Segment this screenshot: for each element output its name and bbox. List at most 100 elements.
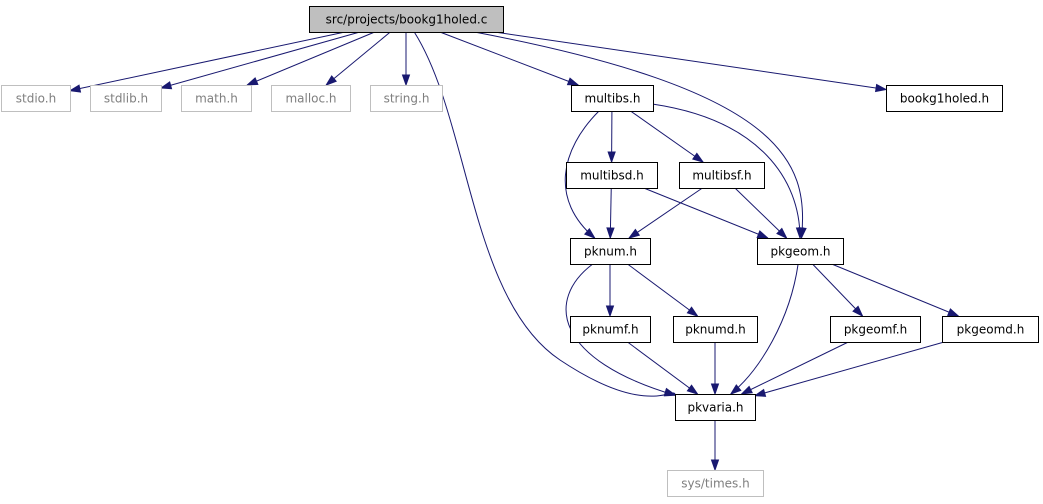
node-pkgeomf[interactable]: pkgeomf.h	[830, 316, 921, 343]
node-label: multibsd.h	[580, 169, 644, 183]
node-box	[679, 162, 765, 189]
edges-layer	[68, 31, 960, 472]
node-label: pknum.h	[584, 245, 637, 259]
node-box	[667, 470, 764, 497]
edge-pkgeom-to-pkvaria	[730, 263, 799, 395]
node-pkgeom[interactable]: pkgeom.h	[757, 238, 844, 265]
arrowhead-pkgeomf-to-pkvaria	[740, 385, 753, 395]
node-label: bookg1holed.h	[900, 92, 989, 106]
arrowhead-multibsd-to-pknum	[606, 227, 615, 240]
node-label: pkgeom.h	[770, 245, 830, 259]
arrowhead-pkgeom-to-pkgeomf	[852, 305, 864, 318]
node-box	[309, 6, 504, 33]
arrowhead-root-to-multibs	[566, 77, 580, 86]
node-stdio: stdio.h	[1, 85, 71, 112]
node-pknumf[interactable]: pknumf.h	[570, 316, 651, 343]
arrowhead-multibsd-to-pkgeom	[756, 230, 770, 239]
node-box	[181, 85, 252, 112]
edge-multibs-to-pknum	[564, 110, 600, 239]
arrowhead-root-to-stdio	[68, 84, 82, 93]
arrowhead-root-to-bookg1holed_h	[875, 83, 888, 93]
node-malloc: malloc.h	[271, 85, 351, 112]
node-label: math.h	[195, 92, 238, 106]
edge-pknum-to-pknumd	[627, 263, 698, 317]
arrowhead-pkgeomd-to-pkvaria	[753, 388, 767, 397]
arrowhead-pknumd-to-pkvaria	[710, 383, 720, 396]
node-label: multibs.h	[585, 92, 641, 106]
arrowhead-pknumf-to-pkvaria	[686, 384, 699, 395]
arrowhead-pknum-to-pknumd	[686, 306, 699, 317]
node-label: sys/times.h	[681, 477, 749, 491]
node-label: stdio.h	[16, 92, 56, 106]
edge-pkgeom-to-pkgeomd	[831, 263, 959, 317]
node-multibs[interactable]: multibs.h	[571, 85, 654, 112]
nodes-layer: src/projects/bookg1holed.c stdio.h stdlib.…	[1, 6, 1039, 497]
arrowhead-multibs-to-multibsd	[607, 151, 616, 164]
node-box	[1, 85, 71, 112]
arrowhead-pknum-to-pkvaria	[663, 388, 677, 397]
arrowhead-pknum-to-pknumf	[605, 305, 615, 318]
edge-pkgeomd-to-pkvaria	[754, 341, 945, 397]
node-box	[830, 316, 921, 343]
node-label: multibsf.h	[692, 169, 751, 183]
node-label: pknumf.h	[582, 323, 638, 337]
edge-pkgeom-to-pkgeomf	[812, 263, 863, 317]
node-bookg1holed-h[interactable]: bookg1holed.h	[886, 85, 1003, 112]
arrowhead-pkvaria-to-systimes	[710, 459, 720, 472]
node-box	[886, 85, 1003, 112]
node-string: string.h	[370, 85, 443, 112]
edge-multibsf-to-pkgeom	[734, 187, 787, 239]
arrowhead-multibs-to-pkgeom	[795, 227, 805, 240]
node-box	[370, 85, 443, 112]
arrowhead-multibs-to-multibsf	[692, 152, 705, 163]
node-multibsd[interactable]: multibsd.h	[566, 162, 658, 189]
node-label: src/projects/bookg1holed.c	[326, 13, 488, 27]
arrowhead-root-to-stdlib	[159, 81, 173, 90]
node-pkgeomd[interactable]: pkgeomd.h	[942, 316, 1039, 343]
edge-root-to-math	[247, 31, 375, 86]
edge-root-to-stdlib	[160, 31, 360, 89]
node-label: pkvaria.h	[687, 401, 743, 415]
node-box	[90, 85, 162, 112]
node-math: math.h	[181, 85, 252, 112]
edge-multibs-to-multibsf	[630, 110, 704, 163]
node-multibsf[interactable]: multibsf.h	[679, 162, 765, 189]
node-box	[757, 238, 844, 265]
arrowhead-multibsf-to-pkgeom	[776, 227, 788, 240]
node-label: malloc.h	[285, 92, 336, 106]
node-box	[566, 162, 658, 189]
arrowhead-pkgeom-to-pkvaria	[729, 384, 742, 395]
arrowhead-root-to-malloc	[325, 75, 337, 86]
arrowhead-root-to-math	[245, 77, 259, 86]
edge-multibsf-to-pknum	[628, 187, 703, 239]
edge-multibsd-to-pkgeom	[643, 187, 768, 239]
node-pknum[interactable]: pknum.h	[570, 238, 651, 265]
node-box	[570, 316, 651, 343]
arrowhead-multibs-to-pknum	[583, 227, 596, 239]
node-pkvaria[interactable]: pkvaria.h	[675, 394, 756, 421]
node-label: pkgeomf.h	[844, 323, 907, 337]
edge-root-to-pkvaria	[413, 31, 676, 397]
edge-pkgeomf-to-pkvaria	[741, 341, 849, 395]
node-box	[673, 316, 758, 343]
edge-root-to-bookg1holed_h	[494, 31, 887, 90]
node-root[interactable]: src/projects/bookg1holed.c	[309, 6, 504, 33]
node-box	[675, 394, 756, 421]
node-pknumd[interactable]: pknumd.h	[673, 316, 758, 343]
node-label: stdlib.h	[104, 92, 148, 106]
node-label: pkgeomd.h	[957, 323, 1025, 337]
node-systimes: sys/times.h	[667, 470, 764, 497]
node-label: string.h	[384, 92, 430, 106]
edge-root-to-multibs	[439, 31, 579, 86]
node-label: pknumd.h	[685, 323, 746, 337]
node-box	[570, 238, 651, 265]
arrowhead-multibsf-to-pknum	[627, 228, 641, 239]
edge-root-to-stdio	[69, 31, 346, 92]
node-stdlib: stdlib.h	[90, 85, 162, 112]
arrowhead-root-to-string	[401, 74, 411, 87]
edge-pknumf-to-pkvaria	[627, 341, 698, 395]
node-box	[271, 85, 351, 112]
node-box	[571, 85, 654, 112]
edge-multibs-to-pkgeom	[652, 103, 801, 239]
